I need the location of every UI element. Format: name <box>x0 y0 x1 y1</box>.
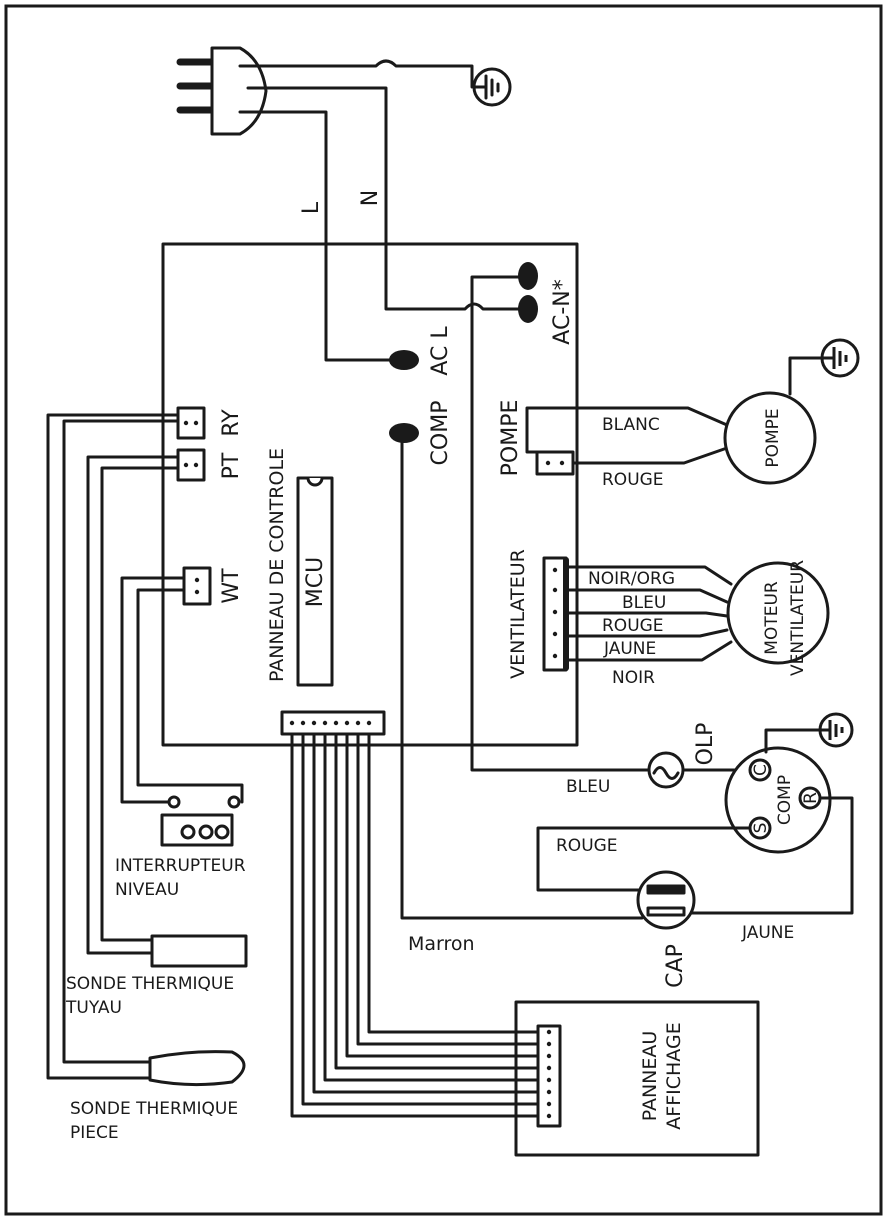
ry-connector <box>176 406 206 440</box>
ac-n-terminal-1 <box>518 262 538 290</box>
label-comp-motor: COMP <box>775 775 795 825</box>
ac-n-terminal-2 <box>518 295 538 323</box>
label-sonde-tuyau-1: SONDE THERMIQUE <box>66 974 234 994</box>
label-pump-connector: POMPE <box>498 400 523 477</box>
label-bleu-comp: BLEU <box>566 777 610 797</box>
wt-connector <box>182 566 212 606</box>
label-interrupteur: INTERRUPTEUR <box>115 856 246 876</box>
label-sonde-piece-2: PIECE <box>70 1123 119 1143</box>
label-rouge-cap: ROUGE <box>556 836 618 856</box>
label-jaune-cap: JAUNE <box>741 923 794 943</box>
power-plug-icon <box>176 46 522 362</box>
label-noir-fan: NOIR <box>612 668 655 688</box>
label-fan-connector: VENTILATEUR <box>507 549 529 679</box>
label-N: N <box>358 190 383 206</box>
label-r: R <box>801 792 821 804</box>
label-ac-n: AC-N* <box>550 279 575 344</box>
ground-icon <box>472 67 512 107</box>
label-rouge-fan: ROUGE <box>602 616 664 636</box>
label-control-board: PANNEAU DE CONTROLE <box>266 448 288 682</box>
level-switch <box>160 795 241 847</box>
label-cap: CAP <box>663 944 688 988</box>
label-panneau: PANNEAU <box>639 1031 661 1122</box>
display-ribbon-connector <box>280 710 386 736</box>
label-s: S <box>751 823 771 834</box>
label-blanc: BLANC <box>602 415 660 435</box>
room-sensor <box>148 1050 246 1087</box>
label-c: C <box>751 764 771 776</box>
label-ac-l: AC L <box>428 326 453 376</box>
outer-frame <box>4 4 883 1216</box>
label-ventilateur-motor: VENTILATEUR <box>788 560 808 676</box>
label-mcu: MCU <box>303 557 328 607</box>
label-noir-org: NOIR/ORG <box>588 569 675 589</box>
label-pump-motor: POMPE <box>763 408 783 467</box>
pt-connector <box>176 448 206 482</box>
label-sonde-piece-1: SONDE THERMIQUE <box>70 1099 238 1119</box>
label-olp: OLP <box>693 723 718 766</box>
label-marron: Marron <box>408 933 475 955</box>
label-moteur: MOTEUR <box>762 581 782 655</box>
label-affichage: AFFICHAGE <box>663 1022 685 1129</box>
fan-motor <box>726 561 830 665</box>
label-comp-terminal: COMP <box>428 401 453 466</box>
ac-l-terminal <box>389 350 419 370</box>
pipe-sensor <box>150 934 248 968</box>
capacitor <box>636 870 696 930</box>
label-wt: WT <box>219 568 244 604</box>
label-L: L <box>299 201 324 214</box>
label-bleu-fan: BLEU <box>622 593 666 613</box>
pump-connector <box>535 450 575 476</box>
label-ry: RY <box>219 409 244 437</box>
label-niveau: NIVEAU <box>115 880 179 900</box>
ground-icon <box>820 338 860 378</box>
label-pt: PT <box>219 452 244 479</box>
label-jaune-fan: JAUNE <box>603 639 656 659</box>
ground-icon <box>818 712 854 748</box>
label-rouge-pump: ROUGE <box>602 470 664 490</box>
pump-motor <box>723 391 817 485</box>
comp-terminal <box>389 423 419 443</box>
display-panel <box>514 1000 760 1157</box>
label-sonde-tuyau-2: TUYAU <box>65 998 122 1018</box>
